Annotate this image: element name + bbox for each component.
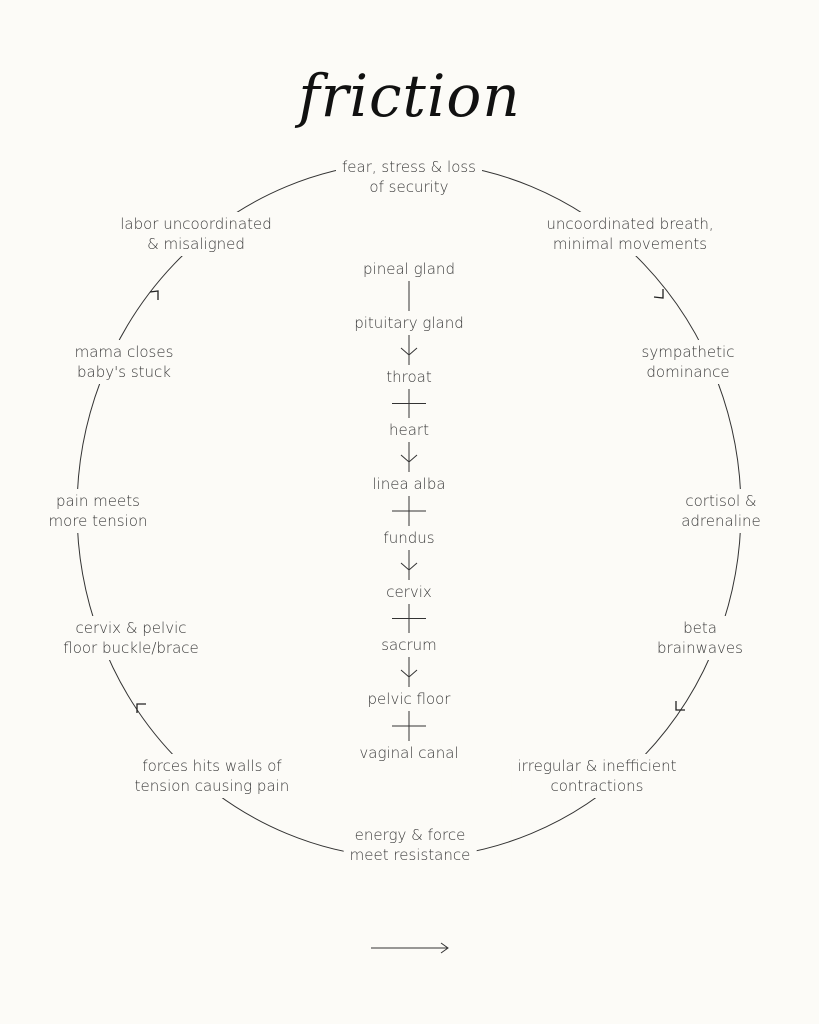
cross-connector xyxy=(392,496,426,526)
arrow-down-icon xyxy=(400,657,418,687)
arrow-down-icon xyxy=(400,442,418,472)
chain-item: throat xyxy=(386,368,432,386)
chain-item: pituitary gland xyxy=(354,314,464,332)
chain-item: vaginal canal xyxy=(359,744,459,762)
cycle-label-labor: labor uncoordinated& misaligned xyxy=(114,212,278,256)
page-title: friction xyxy=(298,62,521,130)
arrow-down-icon xyxy=(400,335,418,365)
next-arrow-icon[interactable] xyxy=(440,942,449,954)
chain-item: fundus xyxy=(383,529,435,547)
chain-item: pelvic floor xyxy=(367,690,451,708)
arrow-up-left-icon xyxy=(136,703,146,713)
cross-connector xyxy=(392,711,426,741)
chain-item: sacrum xyxy=(381,636,437,654)
cross-connector xyxy=(392,604,426,633)
chain-item: cervix xyxy=(386,583,432,601)
chain-item: pineal gland xyxy=(363,260,455,278)
arrow-down-right-icon xyxy=(653,289,664,299)
chain-item: linea alba xyxy=(372,475,446,493)
cross-connector xyxy=(392,389,426,418)
chain-item: heart xyxy=(389,421,429,439)
arrow-down-left-icon xyxy=(675,701,685,711)
cycle-label-breath: uncoordinated breath,minimal movements xyxy=(540,212,720,256)
arrow-up-right-icon xyxy=(149,290,159,300)
arrow-down-icon xyxy=(400,550,418,580)
cycle-label-cortisol: cortisol &adrenaline xyxy=(675,489,767,533)
